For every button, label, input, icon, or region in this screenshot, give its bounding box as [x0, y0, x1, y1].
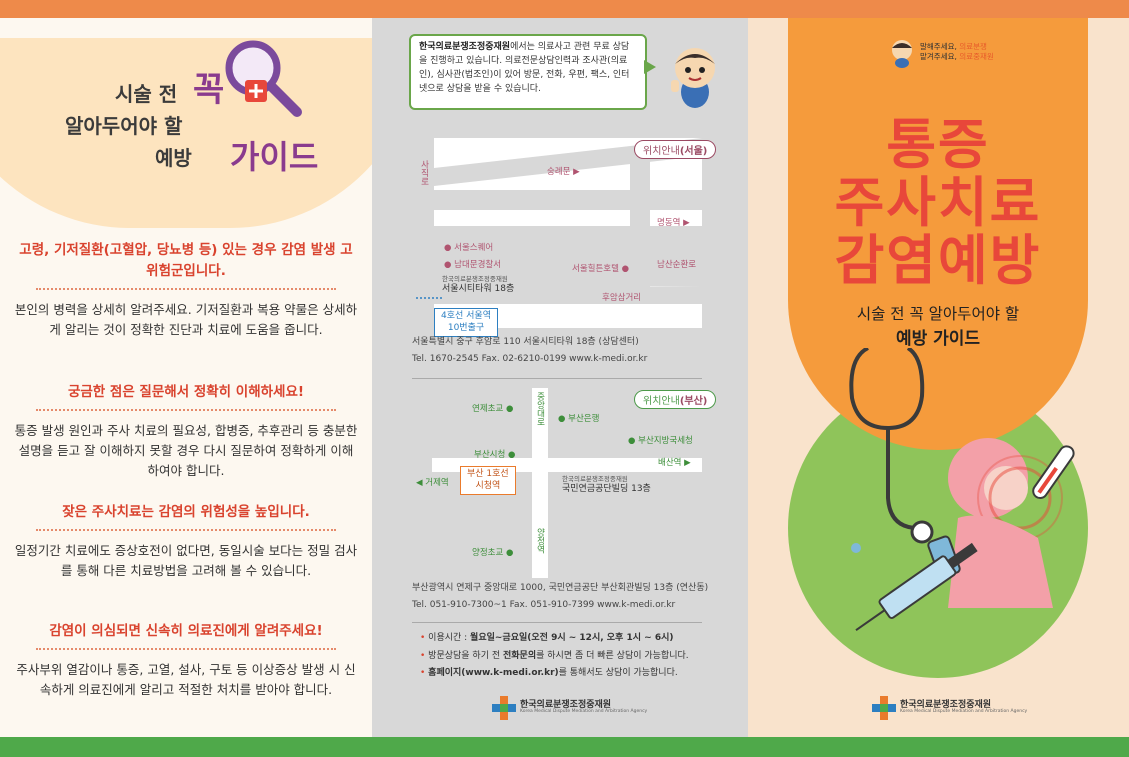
section-title: 궁금한 점은 질문해서 정확히 이해하세요! — [67, 384, 305, 400]
section-body: 통증 발생 원인과 주사 치료의 필요성, 합병증, 추후관리 등 충분한 설명… — [14, 422, 358, 479]
busan-location-map: 위치안내(부산) 연제초교 ● ● 부산은행 ● 부산지방국세청 부산시청 ● … — [412, 388, 742, 578]
info-phone: • 방문상담을 하기 전 전화문의를 하시면 좀 더 빠른 상담이 가능합니다. — [420, 650, 689, 661]
road-sajik: 사직로 — [419, 160, 429, 186]
place-seoul-square: ● 서울스퀘어 — [444, 243, 494, 253]
section-title: 고령, 기저질환(고혈압, 당뇨병 등) 있는 경우 감염 발생 고위험군입니다… — [19, 242, 353, 279]
busan-subway-exit: 부산 1호선 시청역 — [460, 466, 516, 496]
road-namsan: 남산순환로 — [657, 260, 697, 270]
seoul-subway-exit: 4호선 서울역 10번출구 — [434, 308, 498, 338]
usage-info-list: • 이용시간 : 월요일~금요일(오전 9시 ~ 12시, 오후 1시 ~ 6시… — [420, 630, 689, 683]
hero-line3: 예방 — [155, 146, 192, 170]
bubble-org-name: 한국의료분쟁조정중재원 — [419, 42, 511, 52]
section-infection-suspected: 감염이 의심되면 신속히 의료진에게 알려주세요! 주사부위 열감이나 통증, … — [14, 621, 358, 700]
section-body: 본인의 병력을 상세히 알려주세요. 기저질환과 복용 약물은 상세하게 알리는… — [14, 301, 358, 338]
header-background — [0, 38, 372, 228]
main-title-line2: 주사치료 — [834, 171, 1042, 234]
hero-emphasis-kkok: 꼭 — [193, 70, 225, 110]
hero-emphasis-guide: 가이드 — [230, 138, 319, 176]
place-yeonje-school: 연제초교 ● — [472, 404, 514, 414]
place-hilton: 서울힐튼호텔 ● — [572, 264, 630, 274]
busan-contact: Tel. 051-910-7300~1 Fax. 051-910-7399 ww… — [412, 600, 676, 611]
place-police: ● 남대문경찰서 — [444, 260, 502, 270]
middle-panel: 한국의료분쟁조정중재원에서는 의료사고 관련 무료 상담을 진행하고 있습니다.… — [372, 18, 748, 737]
place-tax-office: ● 부산지방국세청 — [628, 436, 693, 446]
road-huam: 후암삼거리 — [602, 293, 642, 303]
main-title-line3: 감염예방 — [834, 229, 1042, 292]
seoul-location-tag: 위치안내(서울) — [634, 140, 717, 159]
subtitle-line2: 예방 가이드 — [895, 329, 981, 349]
patient-injection-illustration — [849, 348, 1075, 632]
main-title-line1: 통증 — [886, 113, 990, 176]
info-homepage: • 홈페이지(www.k-medi.or.kr)를 통해서도 상담이 가능합니다… — [420, 668, 678, 679]
subtitle-line1: 시술 전 꼭 알아두어야 할 — [856, 305, 1020, 323]
section-frequent-injection: 잦은 주사치료는 감염의 위험성을 높입니다. 일정기간 치료에도 증상호전이 … — [14, 502, 358, 581]
hero-line1: 시술 전 — [115, 82, 178, 106]
section-body: 일정기간 치료에도 증상호전이 없다면, 동일시술 보다는 정밀 검사를 통해 … — [14, 542, 358, 579]
road-jungang: 중앙대로 — [535, 392, 545, 426]
tagline: 말해주세요, 의료분쟁 맡겨주세요, 의료중재원 — [920, 42, 994, 62]
consultation-speech-bubble: 한국의료분쟁조정중재원에서는 의료사고 관련 무료 상담을 진행하고 있습니다.… — [409, 34, 647, 110]
section-body: 주사부위 열감이나 통증, 고열, 설사, 구토 등 이상증상 발생 시 신속하… — [16, 661, 356, 698]
mascot-small-icon — [892, 40, 912, 68]
left-panel: 시술 전 꼭 알아두어야 할 예방 가이드 고령, 기저질환(고혈압, 당뇨병 … — [0, 18, 372, 737]
seoul-location-map: 위치안내(서울) 사직로 숭례문 ▶ 명동역 ▶ 남산순환로 후암삼거리 ● 서… — [412, 138, 742, 338]
road-baeksan: 배산역 ▶ — [658, 458, 691, 468]
section-high-risk: 고령, 기저질환(고혈압, 당뇨병 등) 있는 경우 감염 발생 고위험군입니다… — [14, 240, 358, 340]
seoul-address: 서울특별시 중구 후암로 110 서울시티타워 18층 (상담센터) Tel. … — [412, 334, 647, 368]
road-yangjeong-station: 양정역 — [535, 528, 545, 554]
magnifier-icon — [225, 40, 302, 117]
top-color-bar — [0, 0, 1129, 18]
orange-title-banner — [788, 18, 1088, 450]
seoul-contact: Tel. 1670-2545 Fax. 02-6210-0199 www.k-m… — [412, 354, 648, 365]
road-sungye: 숭례문 ▶ — [547, 167, 580, 177]
section-title: 잦은 주사치료는 감염의 위험성을 높입니다. — [62, 504, 310, 520]
place-busan-bank: ● 부산은행 — [558, 414, 600, 424]
section-title: 감염이 의심되면 신속히 의료진에게 알려주세요! — [49, 623, 323, 639]
busan-location-tag: 위치안내(부산) — [634, 390, 717, 409]
road-geoje: ◀ 거제역 — [416, 478, 449, 488]
org-logo-icon — [492, 696, 516, 720]
info-hours: • 이용시간 : 월요일~금요일(오전 9시 ~ 12시, 오후 1시 ~ 6시… — [420, 633, 674, 643]
bottom-color-bar — [0, 737, 1129, 757]
place-yangjeong-school: 양정초교 ● — [472, 548, 514, 558]
bubble-text: 에서는 의료사고 관련 무료 상담을 진행하고 있습니다. 의료전문상담인력과 … — [419, 42, 630, 94]
road-myeongdong: 명동역 ▶ — [657, 218, 690, 228]
right-panel: 말해주세요, 의료분쟁 맡겨주세요, 의료중재원 통증 주사치료 감염예방 시술… — [748, 18, 1129, 737]
section-ask-questions: 궁금한 점은 질문해서 정확히 이해하세요! 통증 발생 원인과 주사 치료의 … — [14, 382, 358, 482]
hero-line2: 알아두어야 할 — [65, 114, 183, 138]
mascot-icon — [671, 48, 715, 108]
place-city-hall: 부산시청 ● — [474, 450, 516, 460]
org-logo-icon — [872, 696, 896, 720]
guide-hero-title: 시술 전 꼭 알아두어야 할 예방 가이드 — [55, 40, 335, 188]
busan-address: 부산광역시 연제구 중앙대로 1000, 국민연금공단 부산회관빌딩 13층 (… — [412, 580, 708, 614]
